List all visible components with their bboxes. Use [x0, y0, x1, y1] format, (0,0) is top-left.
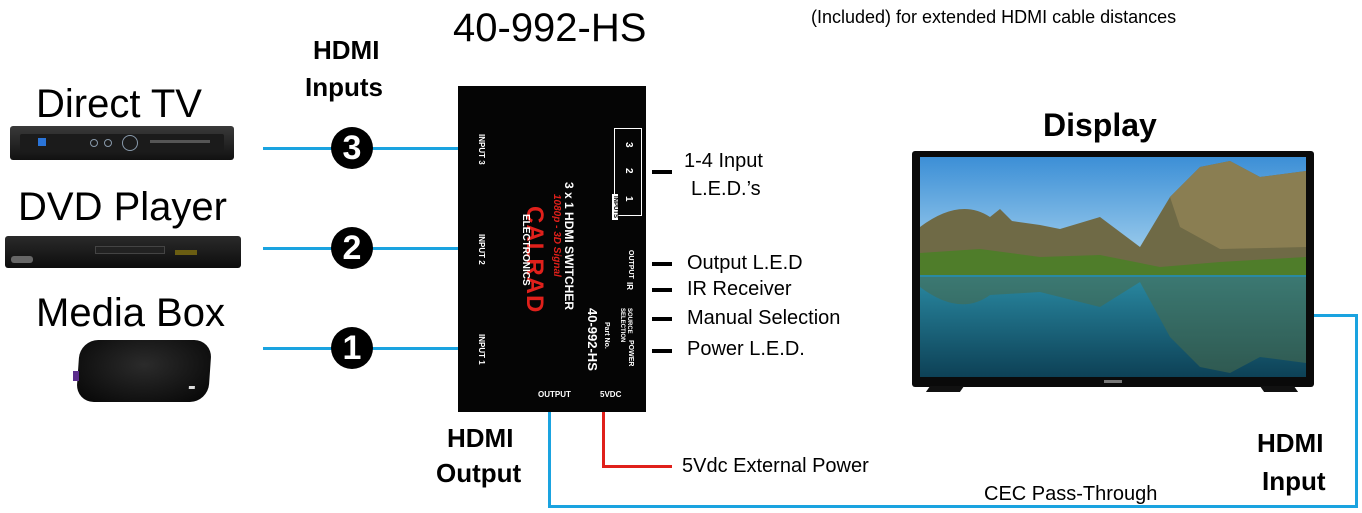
- hdmi-output-label-line1: HDMI: [447, 423, 514, 453]
- led-box-label: INPUTS: [612, 194, 618, 221]
- part-number: 40-992-HS: [585, 308, 600, 371]
- ir-label: IR: [625, 282, 634, 290]
- cec-pass-through-label: CEC Pass-Through: [984, 483, 1158, 505]
- port-label-input-1: INPUT 1: [477, 334, 486, 365]
- callout-output-led: Output L.E.D: [687, 252, 803, 274]
- direct-tv-receiver: [10, 126, 234, 160]
- diagram-title: 40-992-HS: [453, 6, 647, 50]
- callout-tick-output-led: [652, 262, 672, 266]
- input-number-3: 3: [331, 127, 373, 169]
- led-number-3: 3: [623, 142, 634, 148]
- power-label: POWER: [627, 340, 634, 367]
- power-cable-vertical: [602, 412, 605, 468]
- led-number-2: 2: [623, 168, 634, 174]
- port-label-input-2: INPUT 2: [477, 234, 486, 265]
- tv-stand-left: [925, 386, 965, 392]
- callout-ir-receiver: IR Receiver: [687, 278, 792, 300]
- power-cable-horizontal: [602, 465, 672, 468]
- callout-manual-selection: Manual Selection: [687, 307, 841, 329]
- external-power-label: 5Vdc External Power: [682, 455, 869, 477]
- display-label: Display: [1043, 107, 1157, 143]
- callout-tick-power: [652, 349, 672, 353]
- cable-output-bottom: [548, 505, 1358, 508]
- input-number-1: 1: [331, 327, 373, 369]
- product-signal: 1080p - 3D Signal: [551, 194, 562, 277]
- part-number-label: Part No.: [603, 322, 610, 349]
- output-led-label: OUTPUT: [627, 250, 634, 279]
- hdmi-inputs-label-line1: HDMI: [313, 35, 380, 65]
- tv-brand-mark: [1104, 380, 1122, 383]
- landscape-image: [920, 157, 1306, 377]
- source-label-dvd-player: DVD Player: [18, 185, 227, 229]
- callout-input-leds-line2: L.E.D.’s: [691, 178, 761, 200]
- callout-tick-manual: [652, 317, 672, 321]
- cable-tv-right: [1355, 314, 1358, 508]
- media-box-tag: [73, 371, 79, 381]
- callout-power-led: Power L.E.D.: [687, 338, 805, 360]
- top-note: (Included) for extended HDMI cable dista…: [811, 7, 1177, 27]
- cable-tv-entry: [1300, 314, 1358, 317]
- led-number-1: 1: [623, 196, 634, 202]
- media-box: [75, 340, 213, 402]
- port-label-input-3: INPUT 3: [477, 134, 486, 165]
- brand-subtitle: ELECTRONICS: [520, 214, 531, 286]
- source-label-media-box: Media Box: [36, 291, 225, 335]
- callout-tick-ir: [652, 288, 672, 292]
- input-led-box: [614, 128, 642, 216]
- hdmi-output-label-line2: Output: [436, 458, 522, 488]
- product-name: 3 x 1 HDMI SWITCHER: [562, 182, 576, 311]
- cable-output-vertical: [548, 412, 551, 508]
- hdmi-input-label-line1: HDMI: [1257, 428, 1324, 458]
- dvd-player: [5, 236, 241, 268]
- callout-input-leds-line1: 1-4 Input: [684, 150, 763, 172]
- tv-screen: [920, 157, 1306, 377]
- hdmi-switcher: INPUT 3 INPUT 2 INPUT 1 CALRAD ELECTRONI…: [458, 86, 646, 412]
- callout-tick-input-leds: [652, 170, 672, 174]
- source-label-direct-tv: Direct TV: [36, 82, 202, 126]
- output-port-label: OUTPUT: [538, 390, 571, 399]
- television: [912, 151, 1314, 387]
- tv-stand-right: [1259, 386, 1299, 392]
- input-number-2: 2: [331, 227, 373, 269]
- hdmi-input-label-line2: Input: [1262, 466, 1326, 496]
- power-port-label: 5VDC: [600, 390, 622, 399]
- hdmi-inputs-label-line2: Inputs: [305, 72, 383, 102]
